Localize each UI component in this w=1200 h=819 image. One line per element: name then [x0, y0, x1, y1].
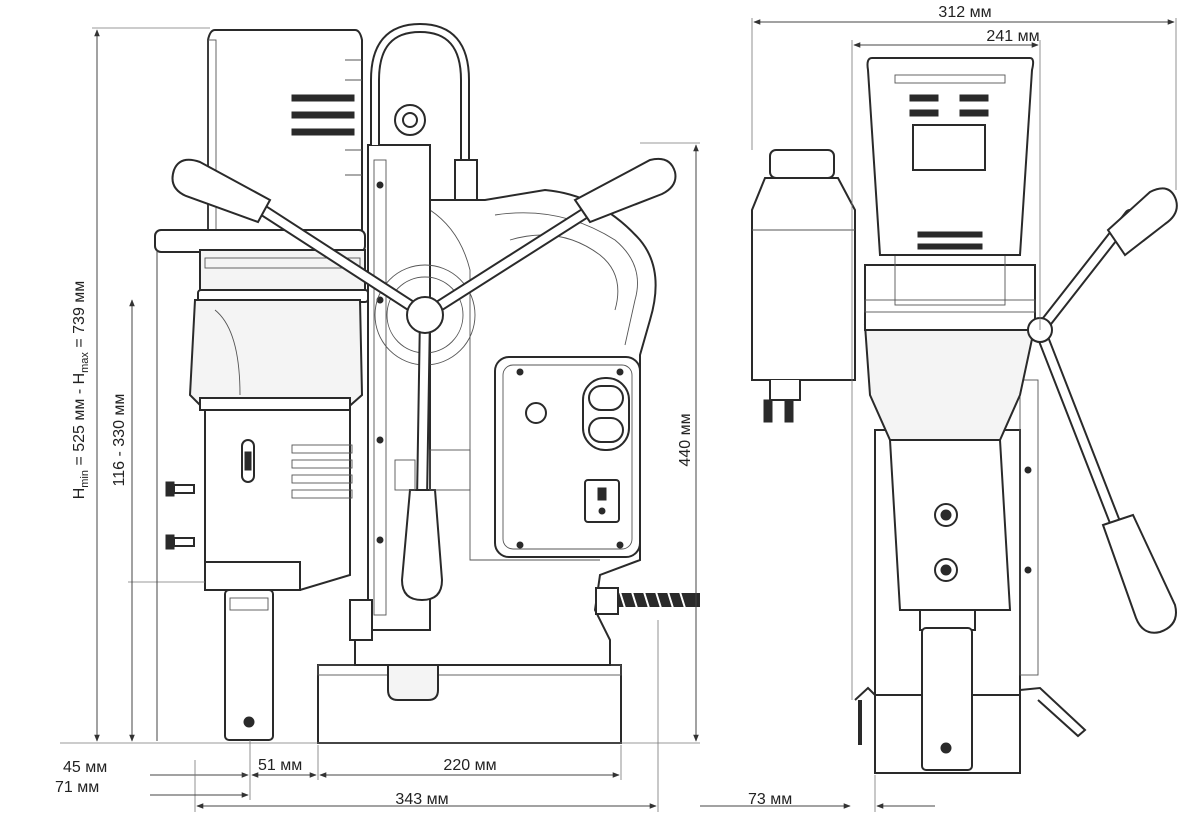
- label-stroke: 116 - 330 мм: [111, 394, 128, 487]
- front-arbor: [921, 627, 973, 771]
- side-bolt-upper: [165, 481, 195, 497]
- dimension-labels: 312 мм 241 мм Hmin = 525 мм - Hmax = 739…: [55, 4, 1040, 808]
- dimension-lines: [60, 18, 1177, 812]
- label-offset-71: 71 мм: [55, 779, 99, 796]
- label-offset-51: 51 мм: [258, 757, 302, 774]
- label-side-offset: 73 мм: [748, 791, 792, 808]
- side-view: [154, 22, 700, 744]
- magnetic-base: [317, 664, 622, 744]
- label-base-length: 220 мм: [443, 757, 496, 774]
- label-body-width: 241 мм: [986, 28, 1039, 45]
- arbor: [224, 589, 274, 741]
- capstan-handle-down: [400, 309, 444, 602]
- label-offset-45: 45 мм: [63, 759, 107, 776]
- label-total-width: 312 мм: [938, 4, 991, 21]
- indicator-lamp: [525, 402, 547, 424]
- front-capstan-handle: [1027, 187, 1178, 634]
- coolant-bottle: [751, 149, 856, 423]
- base-handle: [387, 665, 439, 701]
- label-height-range: Hmin = 525 мм - Hmax = 739 мм: [71, 281, 91, 500]
- front-view: [751, 57, 1178, 774]
- magnet-switch: [584, 479, 620, 523]
- capstan-handle-left: [171, 158, 431, 321]
- coolant-hose: [370, 22, 470, 160]
- capstan-handle-right: [419, 157, 677, 321]
- gear-body: [188, 299, 364, 411]
- label-overall-length: 343 мм: [395, 791, 448, 808]
- label-base-height: 440 мм: [677, 413, 694, 466]
- side-bolt-lower: [165, 534, 195, 550]
- capstan-hub: [406, 296, 444, 334]
